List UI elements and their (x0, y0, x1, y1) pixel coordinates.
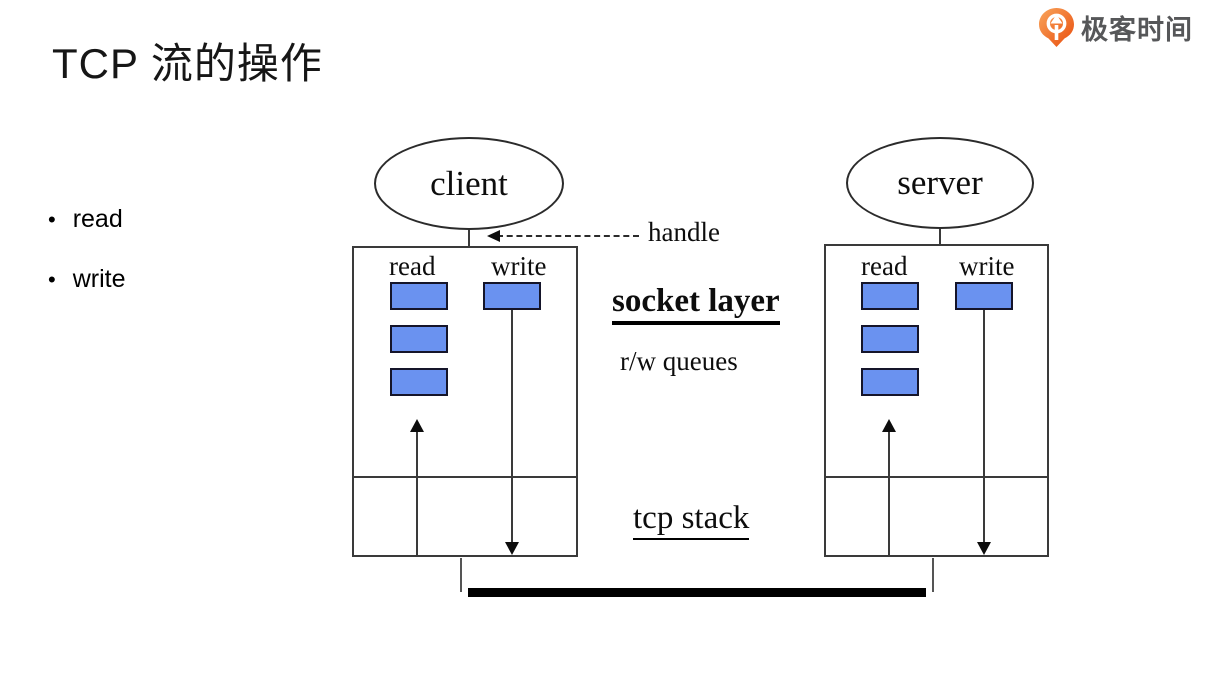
queue-buffer (861, 325, 919, 353)
server-write-arrow-line (983, 310, 985, 543)
client-write-queue (483, 282, 541, 310)
queue-buffer (955, 282, 1013, 310)
handle-arrowhead-left-icon (487, 230, 500, 242)
queue-buffer (390, 368, 448, 396)
server-network-stub (932, 558, 934, 592)
server-box (824, 244, 1049, 557)
client-label: client (430, 163, 508, 203)
client-write-arrowhead-down-icon (505, 542, 519, 555)
queue-buffer (861, 282, 919, 310)
client-socket-tcp-divider (352, 476, 578, 478)
server-ellipse: server (846, 137, 1034, 229)
queue-buffer (861, 368, 919, 396)
logo-text: 极客时间 (1081, 15, 1193, 45)
client-write-arrow-line (511, 310, 513, 543)
rw-queues-label: r/w queues (620, 346, 738, 376)
client-network-stub (460, 558, 462, 592)
network-bar (468, 588, 926, 597)
server-write-label: write (959, 251, 1015, 281)
server-write-arrowhead-down-icon (977, 542, 991, 555)
bullet-item-read: • read (48, 205, 123, 234)
bullet-item-write: • write (48, 265, 126, 294)
handle-label: handle (648, 217, 720, 247)
bullet-label: write (72, 265, 126, 293)
client-read-label: read (389, 251, 436, 281)
client-write-label: write (491, 251, 547, 281)
handle-dashed-line (497, 235, 639, 237)
client-read-arrow-line (416, 430, 418, 556)
server-read-arrow-line (888, 430, 890, 556)
geektime-pin-icon (1038, 7, 1075, 48)
server-label: server (897, 163, 983, 202)
server-write-queue (955, 282, 1013, 310)
client-ellipse: client (374, 137, 564, 230)
server-socket-tcp-divider (824, 476, 1049, 478)
server-read-queue (861, 282, 919, 396)
server-read-arrowhead-up-icon (882, 419, 896, 432)
page-title: TCP 流的操作 (52, 40, 323, 87)
client-read-queue (390, 282, 448, 396)
geektime-logo: 极客时间 (1038, 7, 1193, 48)
client-connector-line (468, 230, 470, 247)
queue-buffer (390, 282, 448, 310)
queue-buffer (483, 282, 541, 310)
server-connector-line (939, 229, 941, 245)
client-box (352, 246, 578, 557)
client-read-arrowhead-up-icon (410, 419, 424, 432)
bullet-dot: • (48, 206, 56, 232)
server-read-label: read (861, 251, 908, 281)
queue-buffer (390, 325, 448, 353)
socket-layer-label: socket layer (612, 283, 780, 325)
bullet-dot: • (48, 266, 56, 292)
bullet-label: read (72, 205, 123, 233)
tcp-stack-label: tcp stack (633, 500, 750, 540)
